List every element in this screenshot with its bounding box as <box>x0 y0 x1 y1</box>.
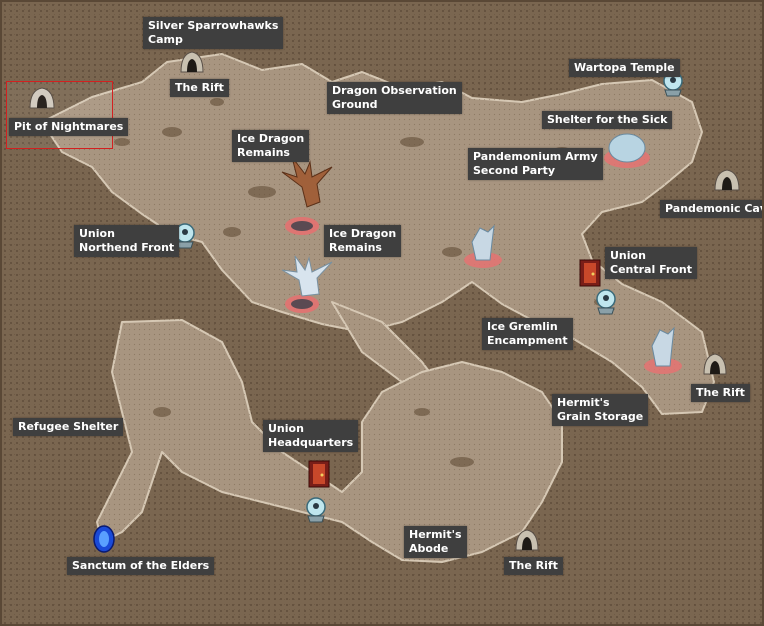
dragon-icon[interactable] <box>272 152 342 212</box>
cave-icon[interactable] <box>713 168 741 192</box>
spawn-glow-icon <box>285 217 319 235</box>
label-union-northend-front[interactable]: Union Northend Front <box>74 225 180 257</box>
label-silver-sparrowhawks-camp[interactable]: Silver Sparrowhawks Camp <box>143 17 284 49</box>
label-pandemonic-cave[interactable]: Pandemonic Cave <box>660 200 762 218</box>
door-icon[interactable] <box>308 460 330 488</box>
cave-icon[interactable] <box>28 86 56 110</box>
label-the-rift-south[interactable]: The Rift <box>504 557 563 575</box>
monster-icon[interactable] <box>642 324 684 376</box>
npc-crystal-ball-icon[interactable] <box>303 496 329 524</box>
cave-icon[interactable] <box>179 50 205 74</box>
label-wartopa-temple[interactable]: Wartopa Temple <box>569 59 680 77</box>
label-refugee-shelter[interactable]: Refugee Shelter <box>13 418 124 436</box>
monster-icon[interactable] <box>462 222 504 270</box>
label-ice-gremlin-encampment[interactable]: Ice Gremlin Encampment <box>482 318 573 350</box>
spawn-glow-icon <box>285 295 319 313</box>
label-the-rift-east[interactable]: The Rift <box>691 384 750 402</box>
label-pandemonium-army-second-party[interactable]: Pandemonium Army Second Party <box>468 148 603 180</box>
label-shelter-for-the-sick[interactable]: Shelter for the Sick <box>542 111 673 129</box>
portal-icon[interactable] <box>92 524 116 554</box>
label-dragon-observation-ground[interactable]: Dragon Observation Ground <box>327 82 462 114</box>
door-icon[interactable] <box>579 259 601 287</box>
label-hermits-grain-storage[interactable]: Hermit's Grain Storage <box>552 394 649 426</box>
dragon-icon[interactable] <box>277 250 337 300</box>
label-ice-dragon-remains-1[interactable]: Ice Dragon Remains <box>232 130 310 162</box>
npc-crystal-ball-icon[interactable] <box>593 288 619 316</box>
label-the-rift-north[interactable]: The Rift <box>170 79 229 97</box>
label-hermits-abode[interactable]: Hermit's Abode <box>404 526 467 558</box>
label-pit-of-nightmares[interactable]: Pit of Nightmares <box>9 118 129 136</box>
selected-location-highlight <box>6 81 113 149</box>
label-union-central-front[interactable]: Union Central Front <box>605 247 697 279</box>
cave-icon[interactable] <box>514 528 540 552</box>
monster-icon[interactable] <box>602 130 652 170</box>
label-sanctum-of-the-elders[interactable]: Sanctum of the Elders <box>67 557 215 575</box>
label-union-headquarters[interactable]: Union Headquarters <box>263 420 359 452</box>
npc-crystal-ball-icon[interactable] <box>172 222 198 250</box>
cave-icon[interactable] <box>702 352 728 376</box>
label-ice-dragon-remains-2[interactable]: Ice Dragon Remains <box>324 225 402 257</box>
